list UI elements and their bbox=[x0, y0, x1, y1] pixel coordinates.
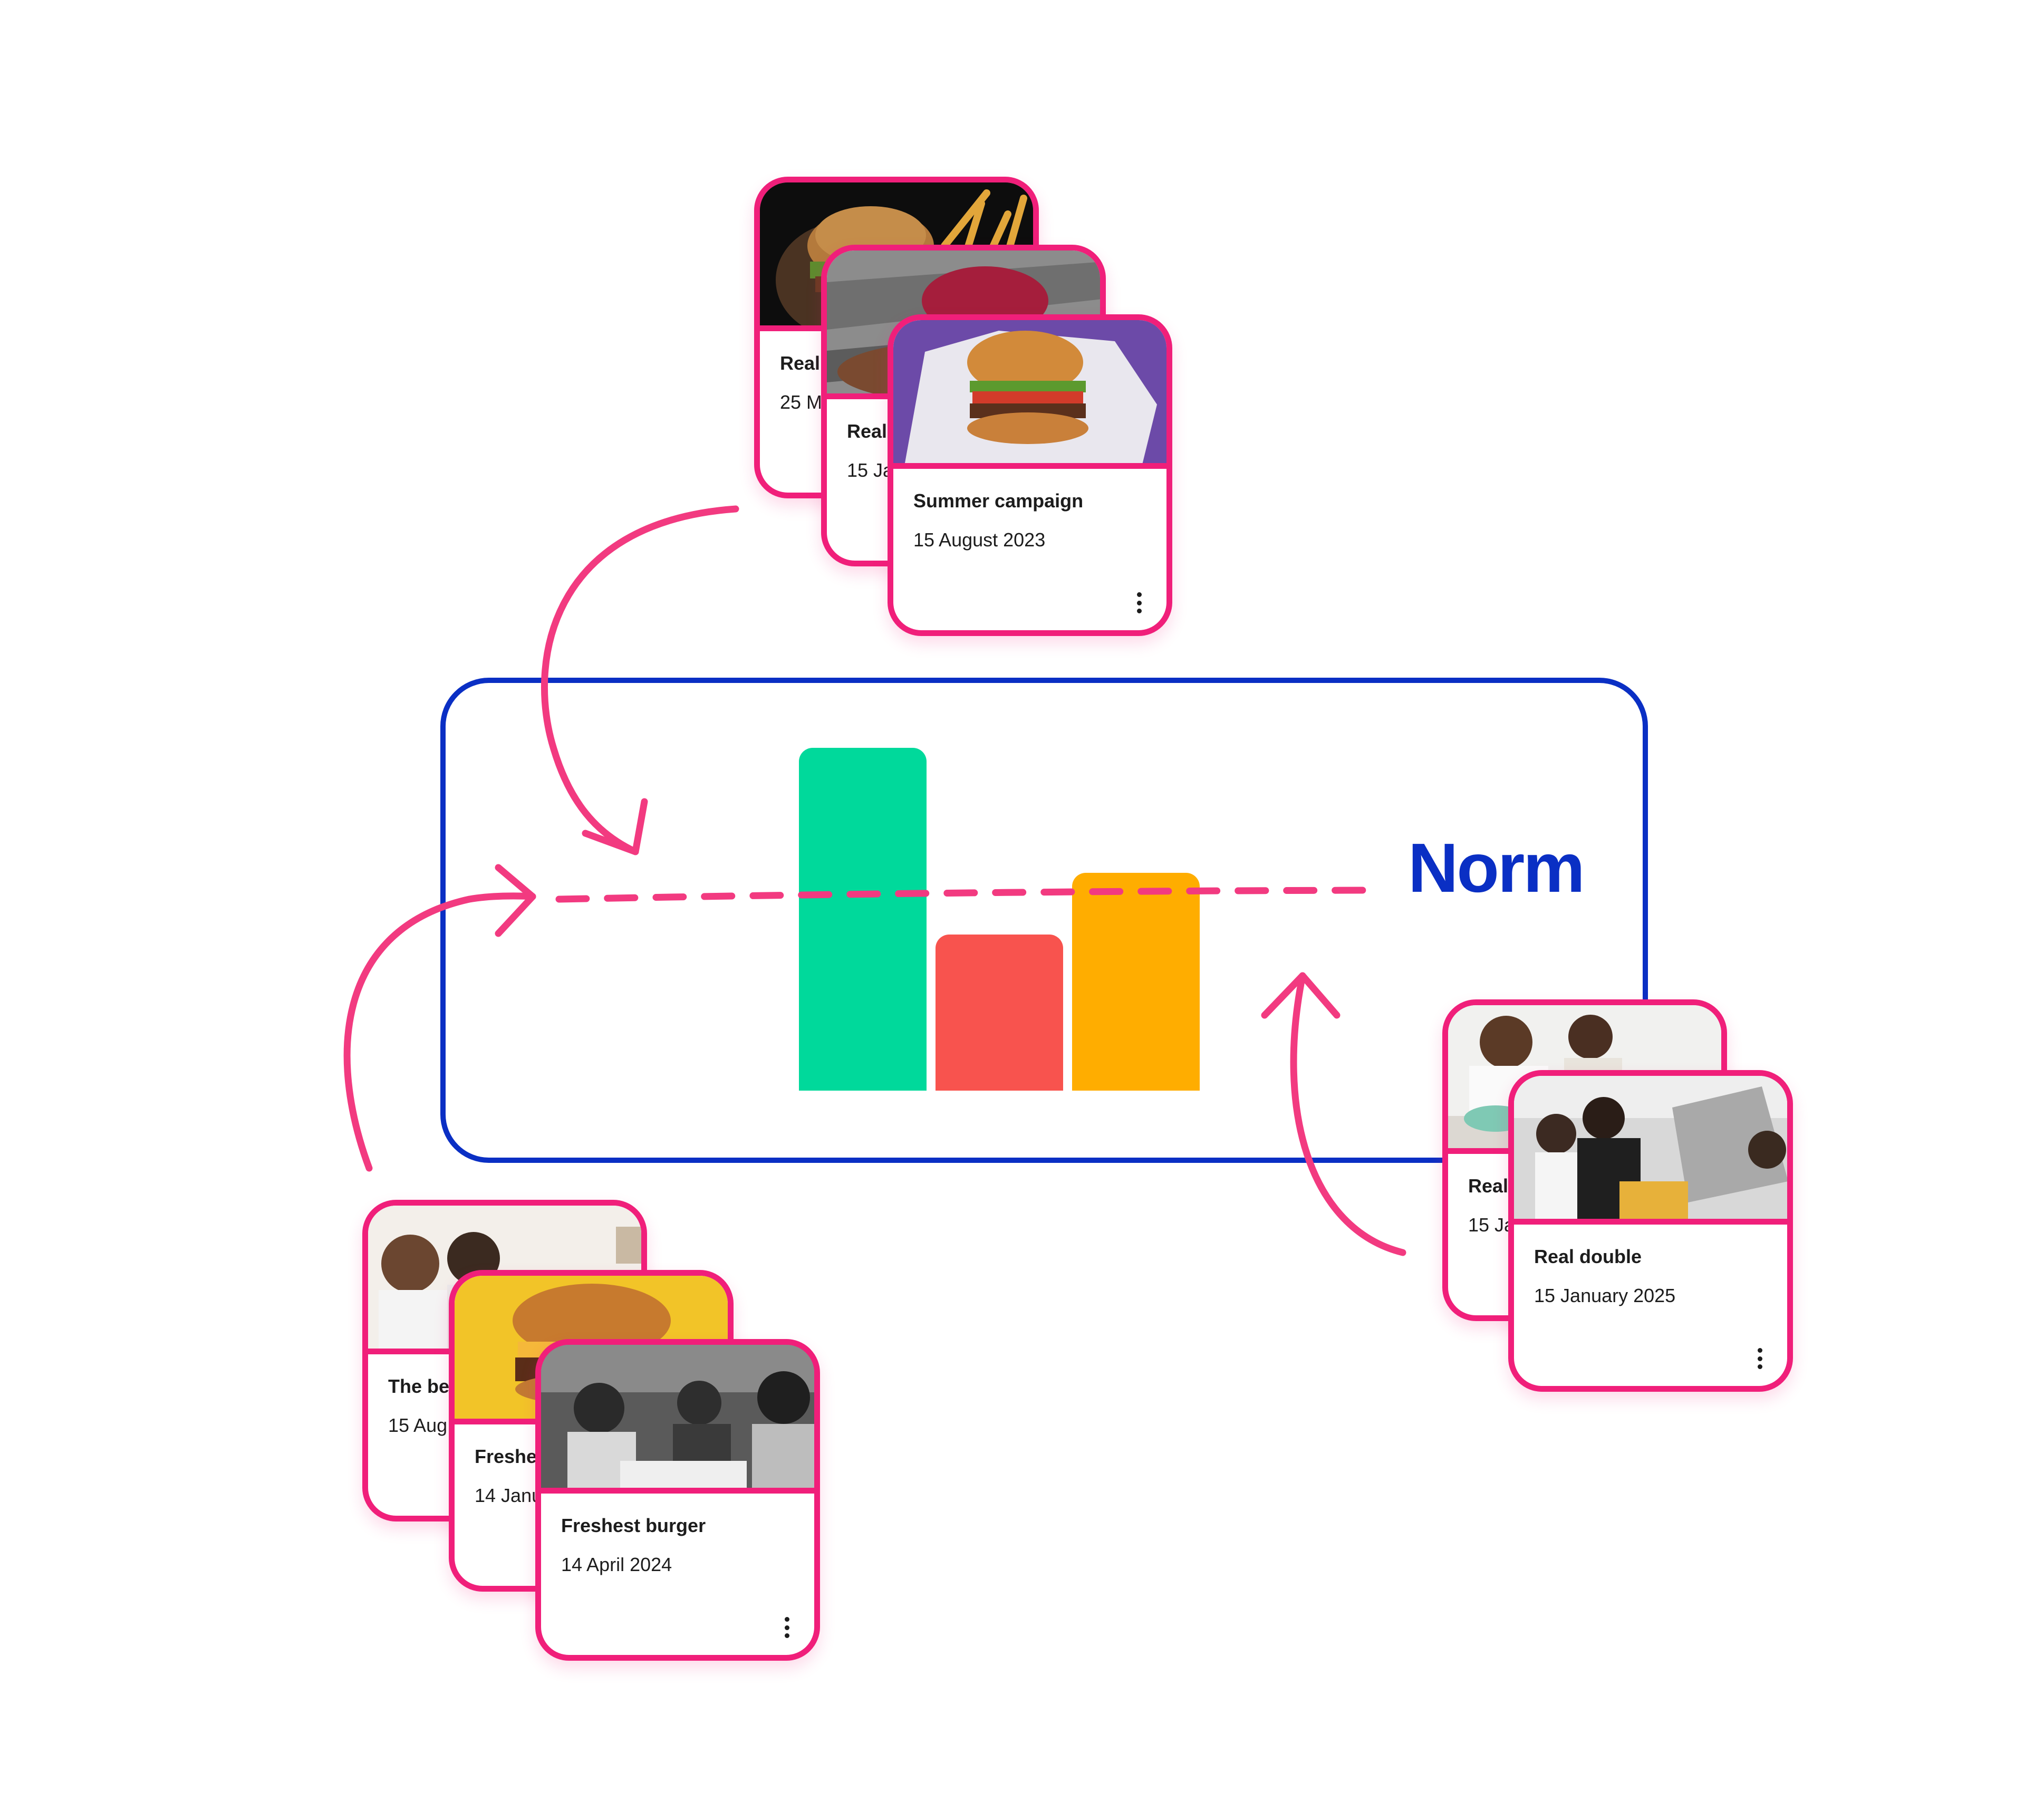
card-date: 15 Ja bbox=[1468, 1214, 1515, 1236]
card-date: 14 Janu bbox=[475, 1485, 543, 1506]
bar-red bbox=[936, 935, 1063, 1091]
card-date: 15 Aug bbox=[388, 1414, 448, 1436]
card-title: Summer campaign bbox=[913, 490, 1084, 512]
more-options-icon[interactable] bbox=[1137, 592, 1142, 613]
card-date: 15 Ja bbox=[847, 459, 894, 481]
norm-dashed-line bbox=[555, 887, 1375, 903]
card-date: 25 M bbox=[780, 391, 823, 413]
campaign-card[interactable]: Real double 15 January 2025 bbox=[1508, 1070, 1793, 1392]
arrow-left-head bbox=[495, 864, 536, 937]
campaign-photo bbox=[1514, 1076, 1787, 1225]
card-title: Freshe bbox=[475, 1446, 537, 1467]
more-options-icon[interactable] bbox=[785, 1617, 790, 1638]
card-title: Real bbox=[847, 420, 888, 442]
campaign-photo bbox=[893, 320, 1166, 469]
norm-frame bbox=[440, 678, 1648, 1163]
card-title: Real bbox=[1468, 1175, 1509, 1197]
card-title: The be bbox=[388, 1375, 450, 1397]
card-title: Real bbox=[780, 352, 821, 374]
card-title: Real double bbox=[1534, 1246, 1642, 1267]
arrow-top-head bbox=[582, 798, 648, 855]
campaign-photo bbox=[541, 1345, 814, 1494]
bar-yellow bbox=[1072, 873, 1200, 1091]
more-options-icon[interactable] bbox=[1758, 1348, 1763, 1369]
card-date: 15 August 2023 bbox=[913, 529, 1046, 551]
arrow-right-head bbox=[1261, 972, 1341, 1019]
arrow-right-curve bbox=[1290, 972, 1406, 1256]
campaign-card[interactable]: Summer campaign 15 August 2023 bbox=[888, 314, 1172, 636]
card-date: 14 April 2024 bbox=[561, 1554, 672, 1575]
card-date: 15 January 2025 bbox=[1534, 1285, 1676, 1306]
card-title: Freshest burger bbox=[561, 1515, 706, 1536]
arrow-left-curve bbox=[343, 892, 536, 1172]
norm-label: Norm bbox=[1408, 829, 1585, 907]
bar-group bbox=[799, 748, 1200, 1091]
campaign-card[interactable]: Freshest burger 14 April 2024 bbox=[535, 1339, 820, 1661]
arrow-top-curve bbox=[541, 505, 739, 855]
bar-green bbox=[799, 748, 927, 1091]
